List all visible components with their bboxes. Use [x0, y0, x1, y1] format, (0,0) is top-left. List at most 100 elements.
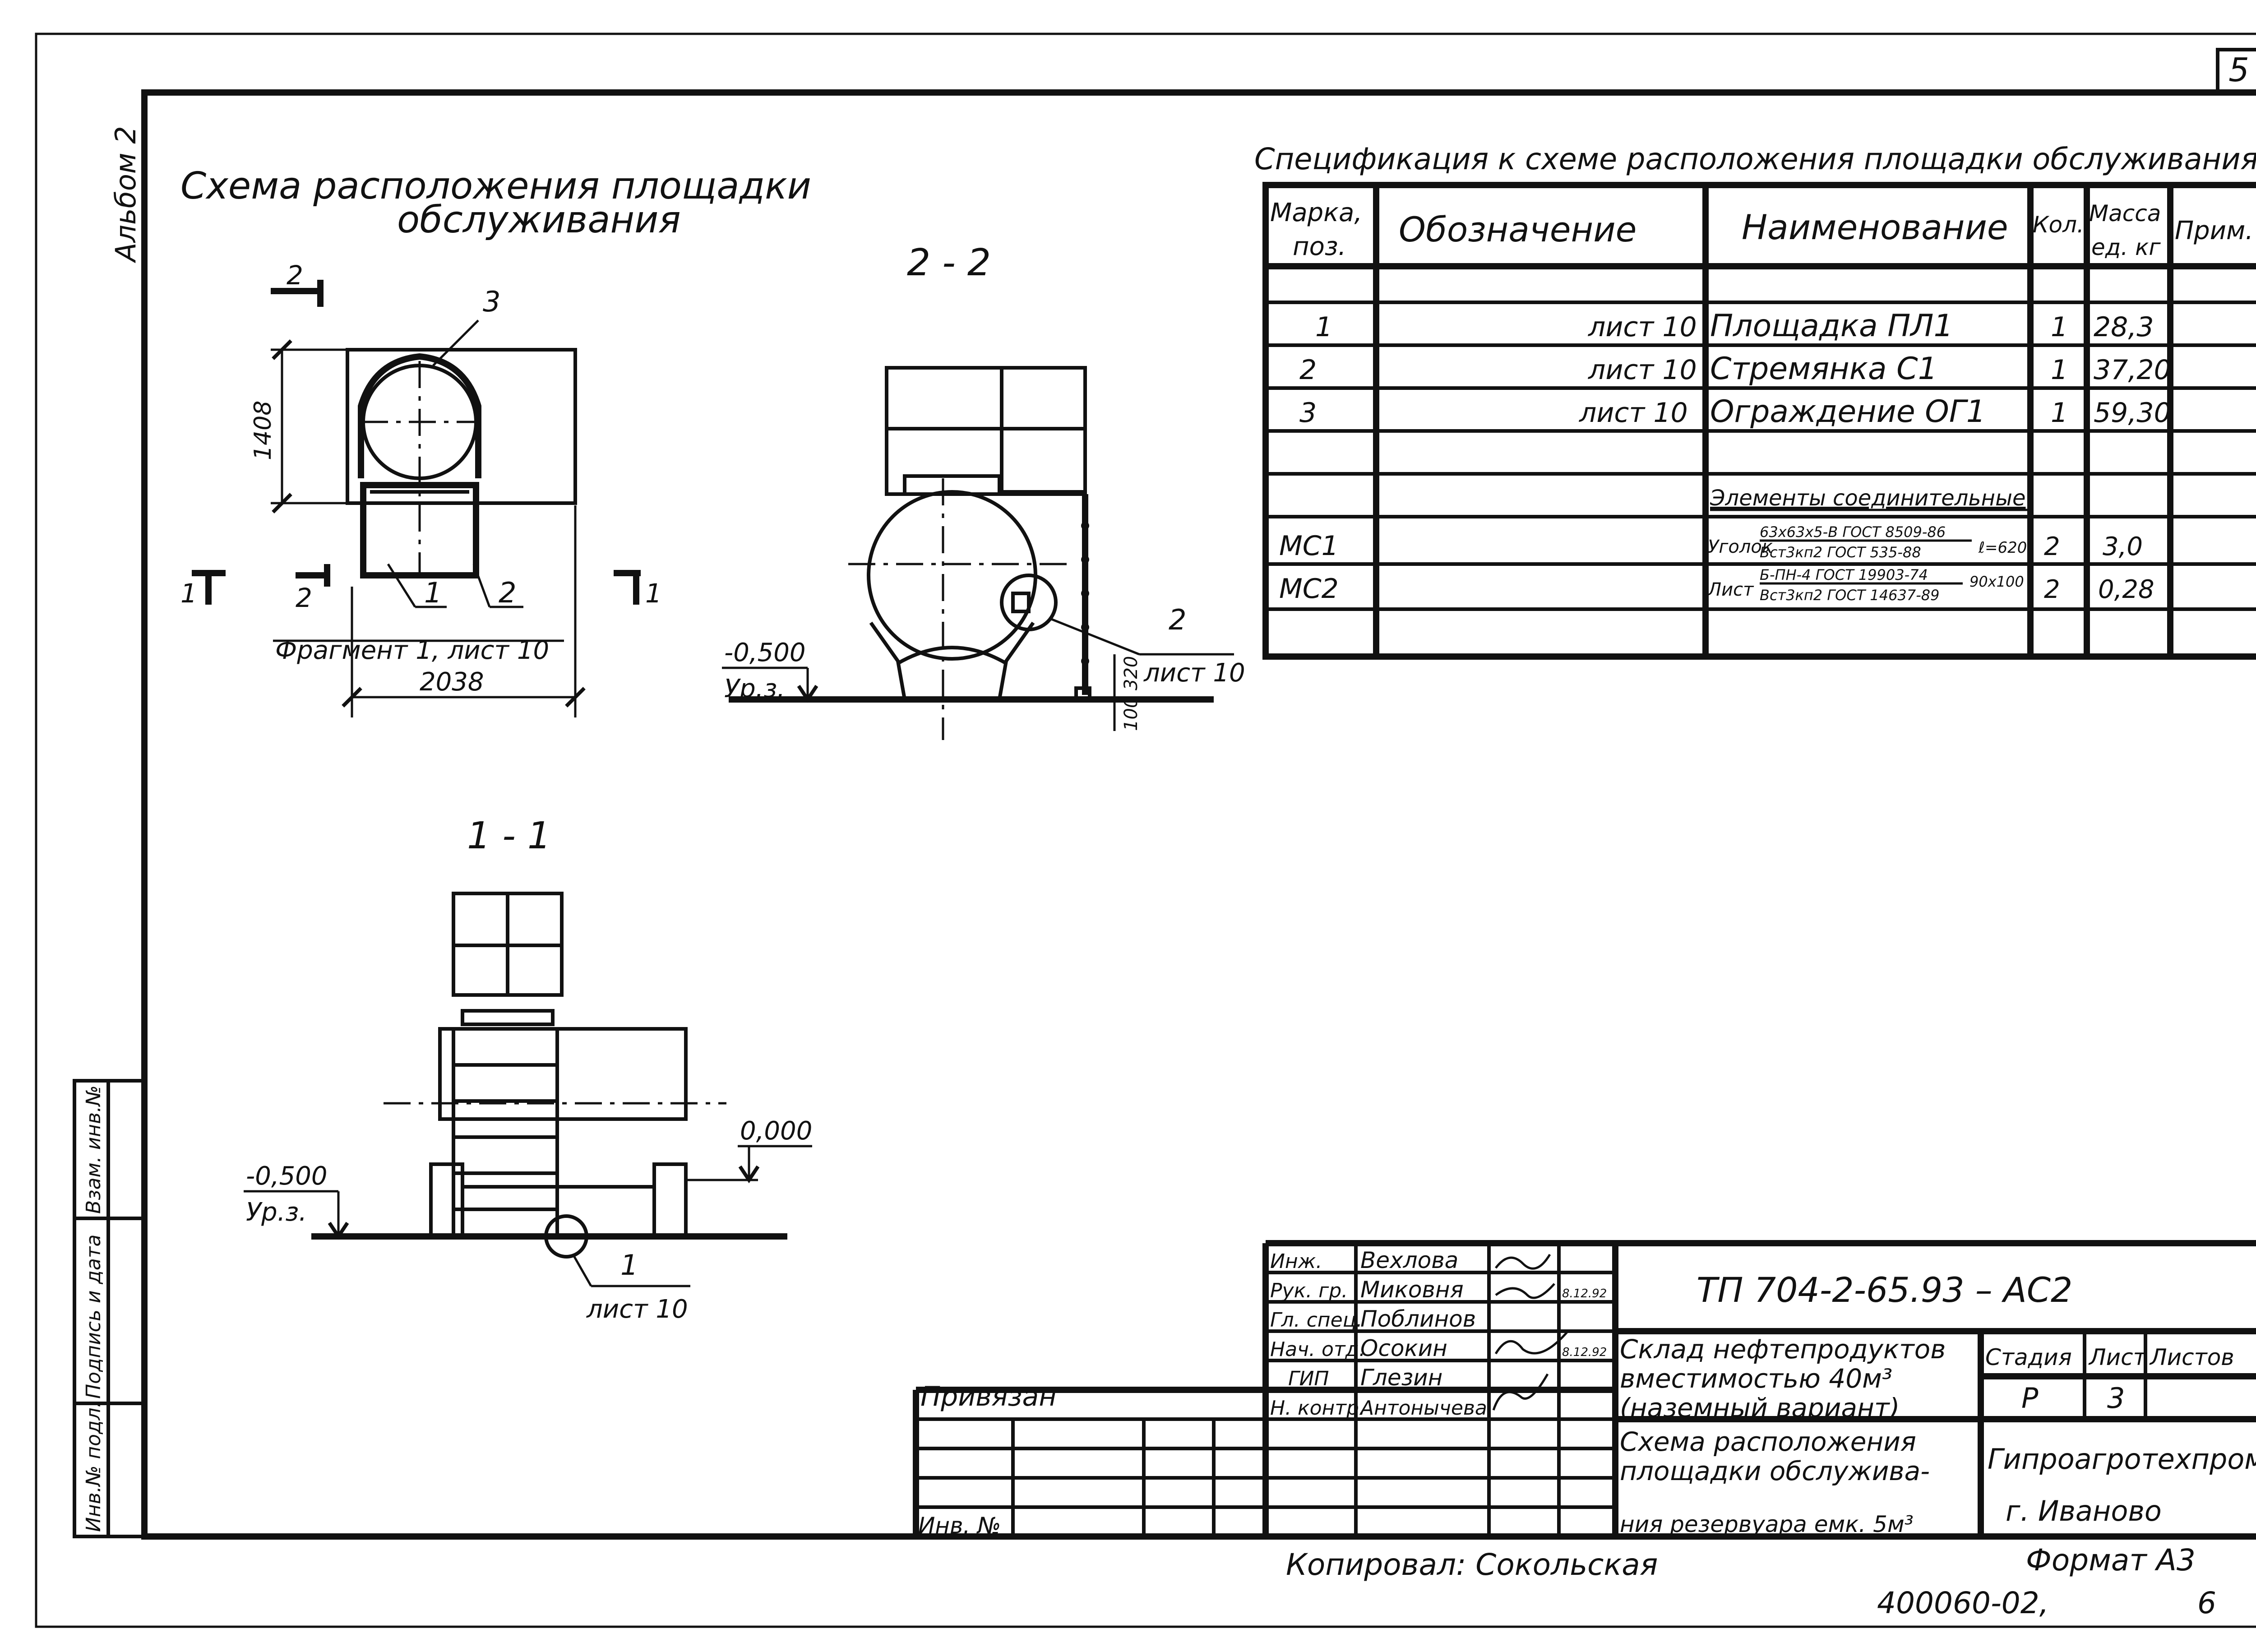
role-row: Инж. Вехлова: [1270, 1247, 1458, 1273]
tied-label: Привязан: [920, 1381, 1057, 1412]
inner-frame: [141, 89, 2256, 1540]
spec-mc-qty: 2: [2044, 575, 2060, 604]
album-label: Альбом 2: [109, 126, 142, 264]
spec-mc-row: МС1 Уголок 63х63х5-В ГОСТ 8509-86 Вст3кп…: [1279, 523, 2143, 562]
callout-1-1-num: 1: [620, 1249, 638, 1282]
section-mark-1-right: 1: [645, 578, 662, 609]
role-name: Миковня: [1360, 1277, 1464, 1303]
signature-mark: [1495, 1254, 1551, 1270]
format-label: Формат А3: [2026, 1543, 2196, 1578]
drawing-line2: площадки обслужива-: [1620, 1456, 1930, 1486]
spec-row-name: Стремянка С1: [1710, 351, 1937, 387]
spec-row-qty: 1: [2051, 397, 2068, 429]
spec-row-name: Площадка ПЛ1: [1710, 308, 1953, 344]
drawing-line3: ния резервуара емк. 5м³: [1620, 1511, 1914, 1537]
outer-border: [35, 32, 2256, 1628]
spec-mc-mark: МС2: [1279, 573, 1339, 605]
spec-row-qty: 1: [2051, 311, 2068, 343]
spec-mc-length: ℓ=620: [1978, 539, 2027, 557]
inv-label: Инв. №: [918, 1513, 1001, 1539]
role-name: Вехлова: [1360, 1247, 1458, 1273]
callout-2-2-num: 2: [1169, 603, 1186, 636]
spec-head-mass-2: ед. кг: [2091, 234, 2161, 260]
level-label-1-1: Ур.з.: [246, 1198, 307, 1227]
spec-mc-row: МС2 Лист Б-ПН-4 ГОСТ 19903-74 Вст3кп2 ГО…: [1279, 566, 2154, 605]
detail-circle-2: [1000, 574, 1058, 631]
role-title: Рук. гр.: [1270, 1279, 1348, 1302]
dim-width: 2038: [420, 667, 484, 697]
spec-head-mass-1: Масса: [2089, 200, 2161, 227]
section-mark-2-bottom: 2: [296, 583, 312, 613]
callout-1-1-sheet: лист 10: [586, 1295, 688, 1324]
spec-row-mass: 59,30: [2094, 397, 2171, 429]
role-title: Нач. отд.: [1270, 1338, 1365, 1361]
spec-head-mark-2: поз.: [1293, 232, 1346, 261]
specification-table: Спецификация к схеме расположения площад…: [1254, 142, 2256, 660]
dim-320: 320: [1121, 656, 1142, 690]
spec-head-name: Наименование: [1742, 207, 2008, 247]
role-row: Н. контр. Антонычева: [1270, 1397, 1487, 1420]
spec-mc-spec-bottom: Вст3кп2 ГОСТ 14637-89: [1760, 587, 1939, 604]
spec-row-mark: 2: [1299, 354, 1317, 386]
spec-row-mark: 1: [1315, 311, 1332, 343]
section-2-2-title: 2 - 2: [907, 241, 991, 284]
spec-row: 2 лист 10 Стремянка С1 1 37,20: [1299, 351, 2171, 387]
page-number-box: [2216, 48, 2256, 94]
role-row: Нач. отд. Осокин 8.12.92: [1270, 1335, 1607, 1361]
scheme-title-line1: Схема расположения площадки: [180, 165, 811, 208]
spec-row-designation: лист 10: [1588, 311, 1697, 343]
role-row: ГИП Глезин: [1288, 1365, 1442, 1391]
role-date: 8.12.92: [1562, 1287, 1607, 1300]
spec-title: Спецификация к схеме расположения площад…: [1254, 142, 2256, 176]
object-line2: вместимостью 40м³: [1620, 1363, 1892, 1394]
spec-mc-spec-bottom: Вст3кп2 ГОСТ 535-88: [1760, 544, 1921, 561]
callout-1: 1: [424, 576, 442, 609]
org-line2: г. Иваново: [2006, 1495, 2162, 1527]
spec-head-note: Прим.: [2175, 216, 2253, 245]
level-zero: 0,000: [740, 1116, 812, 1146]
platform-elevation: [438, 1027, 688, 1121]
scheme-title-line2: обслуживания: [397, 199, 681, 241]
spec-row-mass: 28,3: [2094, 311, 2154, 343]
side-stamp-inv-no: Инв.№ подл.: [82, 1401, 105, 1532]
stage-header: Стадия: [1985, 1344, 2072, 1370]
callout-2: 2: [499, 576, 516, 609]
spec-row-name: Ограждение ОГ1: [1710, 394, 1986, 430]
project-code: ТП 704-2-65.93 – АС2: [1697, 1270, 2072, 1310]
spec-mc-qty: 2: [2044, 532, 2060, 561]
spec-head-qty: Кол.: [2033, 212, 2084, 238]
sheet-value: 3: [2107, 1382, 2125, 1415]
platform-plan-outline: [346, 348, 577, 505]
section-1-1: 1 - 1 -0,500 Ур.з. 0,000 1 лист 10: [244, 814, 812, 1324]
side-stamp: Взам. инв.№ Подпись и дата Инв.№ подл.: [73, 1079, 146, 1538]
role-row: Гл. спец. Поблинов: [1270, 1306, 1476, 1332]
role-name: Поблинов: [1360, 1306, 1476, 1332]
spec-head-designation: Обозначение: [1399, 209, 1637, 250]
side-stamp-replace-inv: Взам. инв.№: [82, 1085, 105, 1214]
spec-mc-prefix: Лист: [1707, 579, 1754, 600]
spec-row: 3 лист 10 Ограждение ОГ1 1 59,30: [1299, 394, 2171, 430]
spec-mc-mark: МС1: [1279, 530, 1339, 562]
spec-group-title: Элементы соединительные: [1710, 486, 2026, 511]
ladder-plan: [360, 482, 479, 578]
ladder-rungs: [1081, 522, 1089, 665]
spec-mc-length: 90х100: [1969, 573, 2024, 590]
sheets-header: Листов: [2149, 1344, 2234, 1370]
tank-side-circle: [867, 490, 1037, 661]
spec-row-qty: 1: [2051, 354, 2068, 386]
layout-scheme: Схема расположения площадки обслуживания…: [180, 165, 811, 717]
level-value-1-1: -0,500: [246, 1161, 328, 1191]
spec-mc-spec-top: Б-ПН-4 ГОСТ 19903-74: [1760, 566, 1928, 583]
role-title: Н. контр.: [1270, 1397, 1365, 1420]
section-2-2: 2 - 2 -0,500 Ур.з. 2 лист 10: [722, 241, 1245, 740]
role-title: Гл. спец.: [1270, 1309, 1363, 1332]
spec-row-mass: 37,20: [2094, 354, 2171, 386]
railing-plan: [358, 353, 481, 478]
spec-mc-spec-top: 63х63х5-В ГОСТ 8509-86: [1760, 523, 1946, 541]
spec-row-mark: 3: [1299, 397, 1317, 429]
dim-100: 100: [1121, 697, 1142, 731]
section-1-1-title: 1 - 1: [467, 814, 551, 857]
spec-row-designation: лист 10: [1588, 354, 1697, 386]
copied-by: Копировал: Сокольская: [1286, 1547, 1658, 1582]
